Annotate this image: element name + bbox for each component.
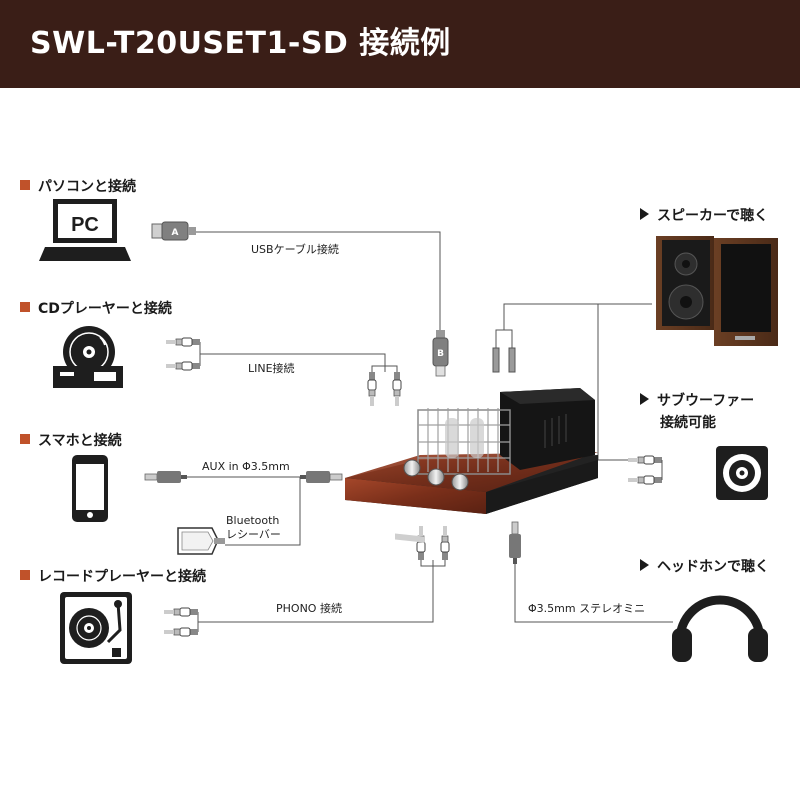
section-pc-label: パソコンと接続 — [38, 179, 136, 195]
usb-a-plug-icon: A — [151, 221, 196, 241]
square-bullet-icon — [20, 180, 30, 190]
headphone-icon — [672, 595, 768, 662]
subwoofer-cable-line — [597, 304, 662, 461]
bluetooth-label-line1: Bluetooth — [226, 514, 280, 527]
cd-player-icon — [53, 326, 123, 388]
section-subwoofer-line2: 接続可能 — [660, 412, 716, 432]
aux-mini-plug-right-icon — [300, 471, 343, 483]
section-headphone: ヘッドホンで聴く — [640, 556, 769, 576]
tube-amplifier-image — [345, 388, 598, 543]
speaker-wire-plugs-icon — [492, 329, 516, 373]
usb-b-label: B — [437, 349, 444, 359]
aux-mini-plug-left-icon — [144, 471, 187, 483]
section-cd: CDプレーヤーと接続 — [20, 298, 172, 318]
speakers-image — [656, 236, 778, 346]
section-pc: パソコンと接続 — [20, 176, 136, 196]
subwoofer-rca-plugs-icon — [627, 455, 663, 485]
cd-rca-plugs-icon — [165, 337, 201, 371]
section-subwoofer: サブウーファー — [640, 390, 754, 410]
bluetooth-receiver-icon — [177, 527, 225, 555]
section-speaker-label: スピーカーで聴く — [657, 208, 769, 224]
cable-lines — [185, 231, 701, 632]
subwoofer-icon — [716, 446, 768, 500]
pc-label: PC — [71, 214, 99, 236]
section-phone: スマホと接続 — [20, 430, 122, 450]
line-connection-label: LINE接続 — [248, 360, 295, 376]
bluetooth-receiver-label: Bluetooth レシーバー — [226, 514, 281, 542]
pc-laptop-icon: PC — [39, 199, 131, 261]
section-headphone-label: ヘッドホンで聴く — [657, 559, 769, 575]
section-cd-label: CDプレーヤーと接続 — [38, 301, 172, 317]
stereo-mini-connection-label: Φ3.5mm ステレオミニ — [528, 600, 646, 616]
phono-amp-rca-plugs-icon — [416, 525, 450, 567]
usb-cable-line — [196, 231, 441, 338]
aux-cable-line — [185, 476, 301, 546]
usb-connection-label: USBケーブル接続 — [251, 241, 339, 257]
speaker-cable-line — [503, 303, 652, 330]
section-speaker: スピーカーで聴く — [640, 205, 768, 225]
usb-a-label: A — [172, 228, 179, 238]
triangle-bullet-icon — [640, 393, 649, 405]
section-subwoofer-label-1: サブウーファー — [657, 393, 755, 409]
record-player-icon — [60, 592, 132, 664]
triangle-bullet-icon — [640, 208, 649, 220]
triangle-bullet-icon — [640, 559, 649, 571]
line-rca-plugs-icon — [367, 365, 402, 407]
page-title: SWL-T20USET1-SD 接続例 — [30, 26, 451, 61]
usb-b-plug-icon: B — [432, 330, 449, 377]
headphone-mini-plug-icon — [509, 521, 521, 564]
section-record: レコードプレーヤーと接続 — [20, 566, 206, 586]
phono-connection-label: PHONO 接続 — [276, 600, 342, 616]
square-bullet-icon — [20, 302, 30, 312]
square-bullet-icon — [20, 434, 30, 444]
phono-cable-line — [197, 560, 434, 632]
headphone-cable-line — [514, 562, 673, 623]
phono-rca-plugs-icon — [163, 607, 199, 637]
square-bullet-icon — [20, 570, 30, 580]
smartphone-icon — [72, 455, 108, 522]
section-subwoofer-label-2: 接続可能 — [660, 415, 716, 431]
bluetooth-label-line2: レシーバー — [226, 528, 281, 541]
header-bar: SWL-T20USET1-SD 接続例 — [0, 0, 800, 88]
section-record-label: レコードプレーヤーと接続 — [38, 569, 206, 585]
aux-connection-label: AUX in Φ3.5mm — [202, 460, 290, 473]
section-phone-label: スマホと接続 — [38, 433, 122, 449]
